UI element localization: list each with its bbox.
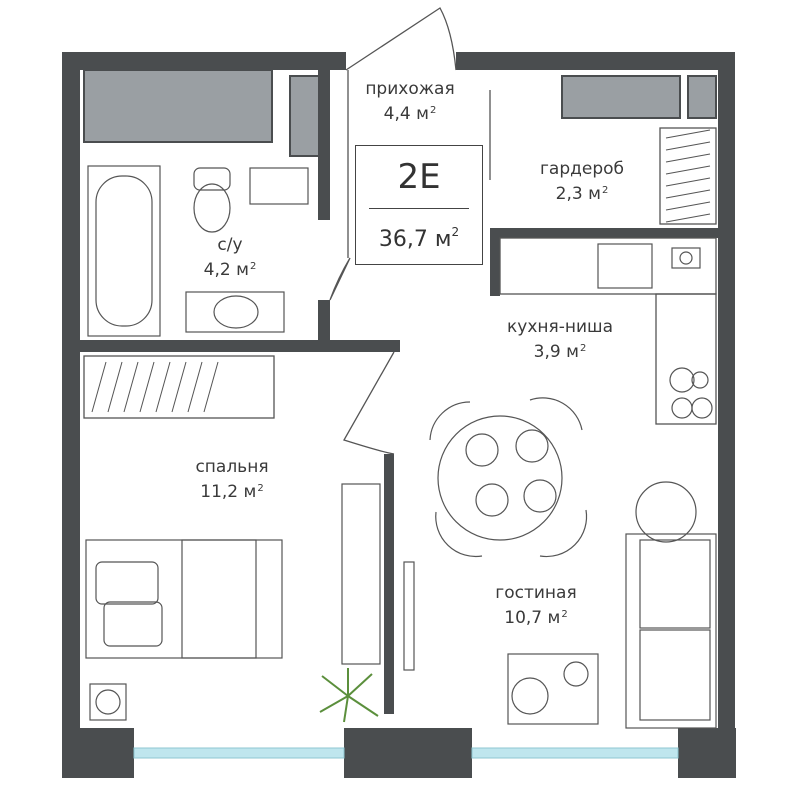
room-label-living: гостиная 10,7 м2 [495,583,577,628]
partitions [83,70,717,425]
room-label-hallway: прихожая 4,4 м2 [365,79,455,124]
unit-divider [369,208,469,209]
unit-total-area: 36,7 м2 [378,225,460,252]
plant [319,668,379,723]
window-strips [133,747,679,759]
bathroom-fixtures [87,165,309,337]
storage-blocks [83,69,717,157]
outer-walls [62,52,736,778]
doors [329,7,457,455]
interior-walls [80,70,718,714]
kitchen-fixtures [597,243,713,419]
sofa-set [507,481,717,729]
dining-set [429,397,588,558]
room-label-bathroom: с/у 4,2 м2 [203,235,257,280]
bed [85,539,283,721]
unit-code: 2E [397,157,441,197]
room-label-bedroom: спальня 11,2 м2 [195,457,269,502]
tv-stand [341,483,415,671]
room-label-kitchen: кухня-ниша 3,9 м2 [506,317,613,362]
room-label-wardrobe: гардероб 2,3 м2 [539,159,625,204]
unit-info-box: 2E 36,7 м2 [355,145,483,265]
wardrobe-shelving [91,129,711,413]
